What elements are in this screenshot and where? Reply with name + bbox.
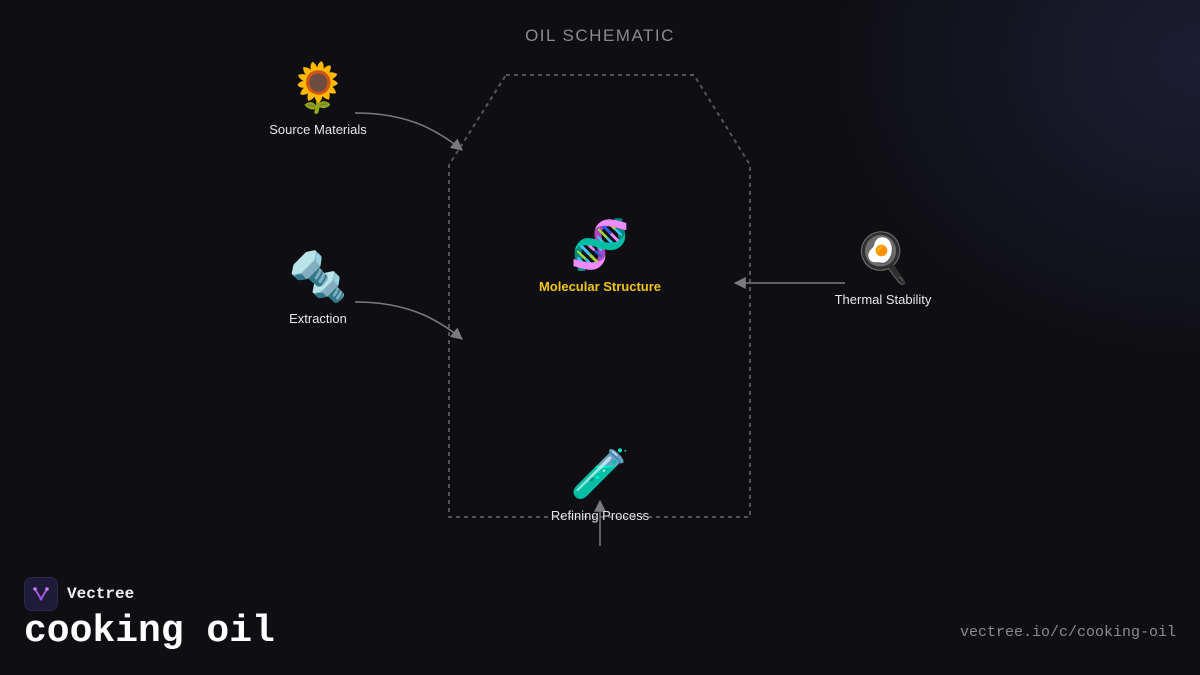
node-label: Source Materials (269, 122, 367, 137)
boundary-outline (448, 74, 751, 518)
test-tube-icon: 🧪 (570, 446, 630, 502)
node-refining-process[interactable]: 🧪 Refining Process (500, 446, 700, 523)
connector-extraction-to-molecular (354, 301, 463, 340)
node-thermal-stability[interactable]: 🍳 Thermal Stability (783, 230, 983, 307)
node-label: Thermal Stability (834, 292, 932, 307)
diagram-title: OIL SCHEMATIC (525, 26, 675, 45)
connector-source-to-molecular (354, 112, 463, 151)
node-source-materials[interactable]: 🌻 Source Materials (218, 60, 418, 137)
dna-icon: 🧬 (570, 217, 630, 273)
page-title: cooking oil (24, 610, 275, 653)
frying-pan-egg-icon: 🍳 (853, 230, 913, 286)
node-extraction[interactable]: 🔩 Extraction (218, 249, 418, 326)
sunflower-icon: 🌻 (288, 60, 348, 116)
brand[interactable]: Vectree (24, 577, 134, 611)
vectree-logo-icon (24, 577, 58, 611)
nut-and-bolt-icon: 🔩 (288, 249, 348, 305)
node-label: Molecular Structure (538, 279, 662, 294)
node-molecular-structure[interactable]: 🧬 Molecular Structure (500, 217, 700, 294)
node-label: Extraction (289, 311, 347, 326)
brand-name: Vectree (67, 585, 135, 603)
page-url[interactable]: vectree.io/c/cooking-oil (959, 624, 1176, 641)
node-label: Refining Process (550, 508, 650, 523)
